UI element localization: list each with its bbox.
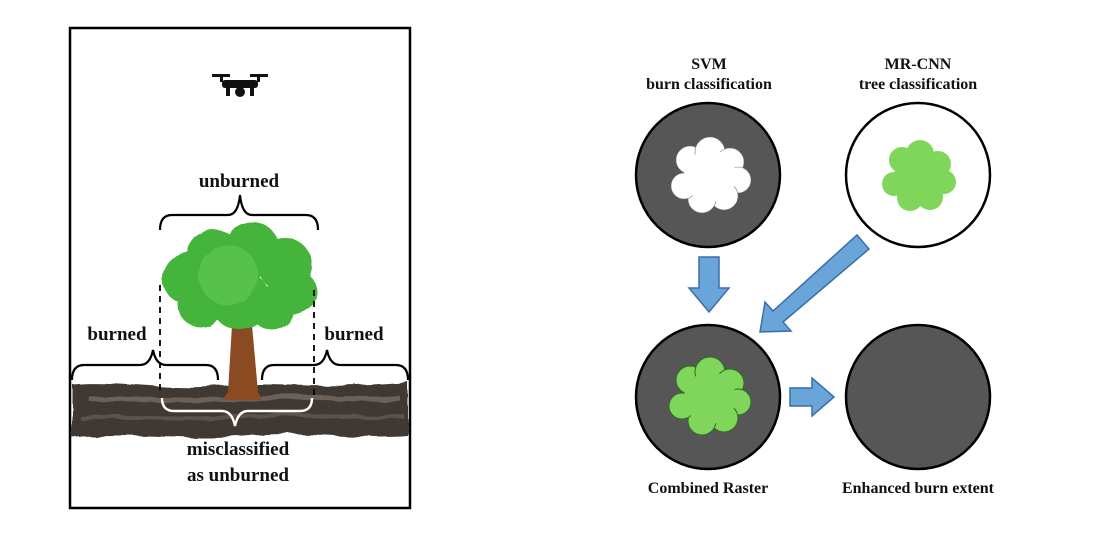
combined-raster-label: Combined Raster (648, 480, 768, 497)
right-panel: SVM burn classification MR-CNN tree clas… (634, 56, 995, 497)
brace-burned-left (70, 349, 220, 381)
enhanced-burn-label: Enhanced burn extent (842, 480, 995, 497)
svm-raster-circle (634, 101, 782, 249)
arrow-combined-to-enhanced (789, 376, 836, 418)
arrow-svm-to-combined (687, 256, 731, 314)
brace-burned-right (260, 349, 410, 381)
mrcnn-tree-blob (882, 140, 956, 211)
left-panel: unburned burned burned misclassified as … (68, 26, 412, 510)
svm-burn-blob (670, 136, 752, 214)
drone-icon (212, 74, 268, 97)
mrcnn-title-line2: tree classification (859, 76, 977, 93)
combined-raster-circle (634, 323, 782, 471)
brace-misclassified (160, 397, 314, 427)
combined-tree-blob (668, 356, 752, 436)
svm-title-line2: burn classification (646, 76, 772, 93)
arrow-mrcnn-to-combined (759, 233, 871, 333)
mrcnn-title-line1: MR-CNN (885, 56, 952, 73)
enhanced-raster-circle (844, 323, 992, 471)
label-burned-right: burned (324, 324, 384, 345)
svm-title-line1: SVM (691, 56, 727, 73)
tree-canopy (162, 222, 317, 330)
label-misclassified-line1: misclassified (187, 439, 290, 460)
label-misclassified-line2: as unburned (187, 465, 289, 486)
brace-unburned (158, 194, 320, 231)
label-burned-left: burned (87, 324, 147, 345)
tree-trunk (222, 325, 262, 400)
label-unburned: unburned (199, 171, 280, 192)
mrcnn-raster-circle (844, 101, 992, 249)
